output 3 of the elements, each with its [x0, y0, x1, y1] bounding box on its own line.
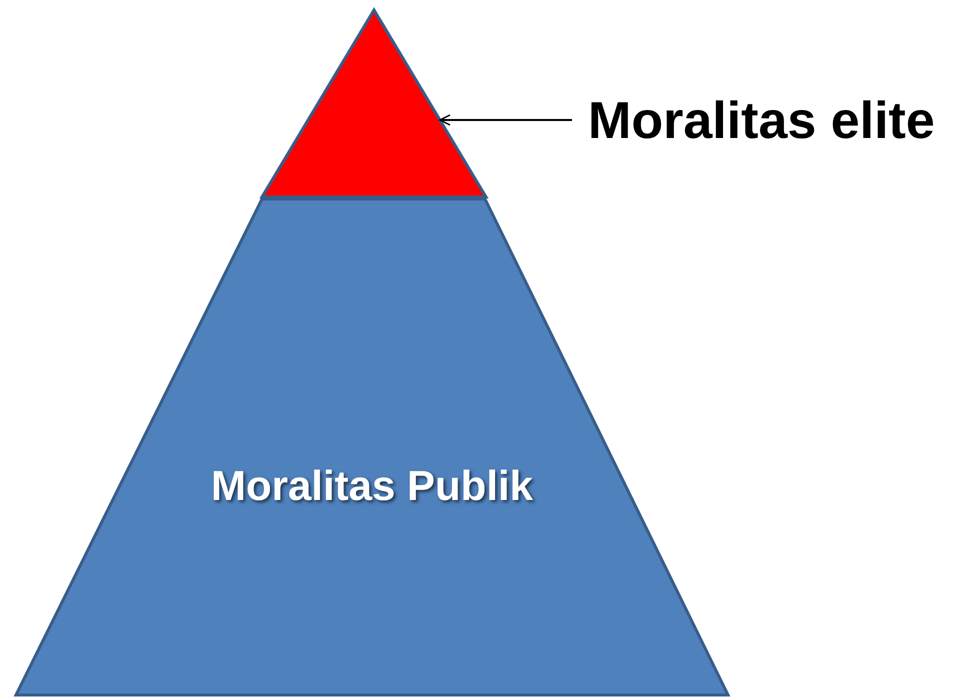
- pyramid-level-label: Moralitas Publik: [210, 462, 534, 510]
- leader-arrow: [439, 114, 572, 126]
- callout-label: Moralitas elite: [588, 88, 935, 154]
